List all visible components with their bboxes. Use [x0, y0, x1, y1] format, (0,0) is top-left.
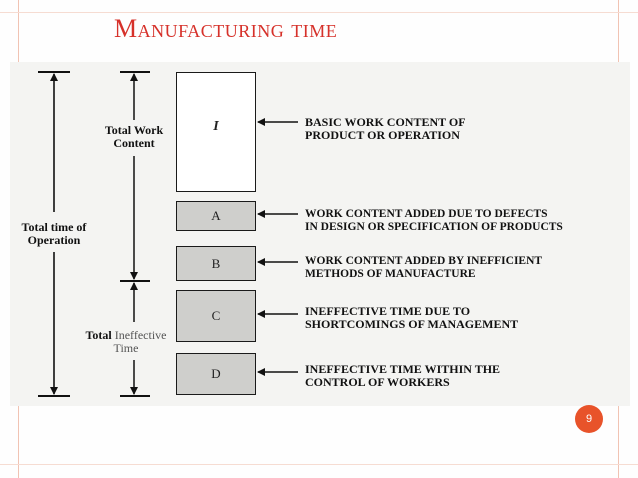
block-label: B — [211, 255, 221, 271]
block-basic-work-content: I — [176, 72, 256, 192]
desc-basic-work-content: BASIC WORK CONTENT OF PRODUCT OR OPERATI… — [305, 115, 466, 142]
slide-title: Manufacturing time — [114, 14, 338, 43]
block-c: C — [176, 290, 256, 342]
desc-block-b: WORK CONTENT ADDED BY INEFFICIENT METHOD… — [305, 255, 543, 280]
block-label: C — [211, 308, 221, 323]
total-ineffective-time-label: Total Ineffective Time — [85, 328, 167, 355]
frame-top-line — [0, 12, 638, 13]
block-label: A — [211, 208, 221, 223]
desc-block-a: WORK CONTENT ADDED DUE TO DEFECTS IN DES… — [305, 208, 563, 233]
ineffective-time-dimension — [120, 282, 150, 397]
block-label: I — [213, 119, 219, 134]
block-label: D — [211, 366, 221, 381]
desc-block-d: INEFFECTIVE TIME WITHIN THE CONTROL OF W… — [305, 362, 501, 389]
page-number-badge: 9 — [575, 405, 603, 433]
block-a: A — [176, 201, 256, 231]
pointer-arrows — [257, 118, 298, 376]
work-content-dimension — [120, 71, 150, 282]
total-time-dimension — [38, 71, 70, 397]
frame-bottom-line — [0, 464, 638, 465]
total-time-label: Total time of Operation — [21, 220, 87, 247]
block-d: D — [176, 353, 256, 395]
block-b: B — [176, 246, 256, 281]
manufacturing-time-diagram — [10, 62, 630, 406]
total-work-content-label: Total Work Content — [104, 123, 164, 150]
desc-block-c: INEFFECTIVE TIME DUE TO SHORTCOMINGS OF … — [305, 304, 519, 331]
